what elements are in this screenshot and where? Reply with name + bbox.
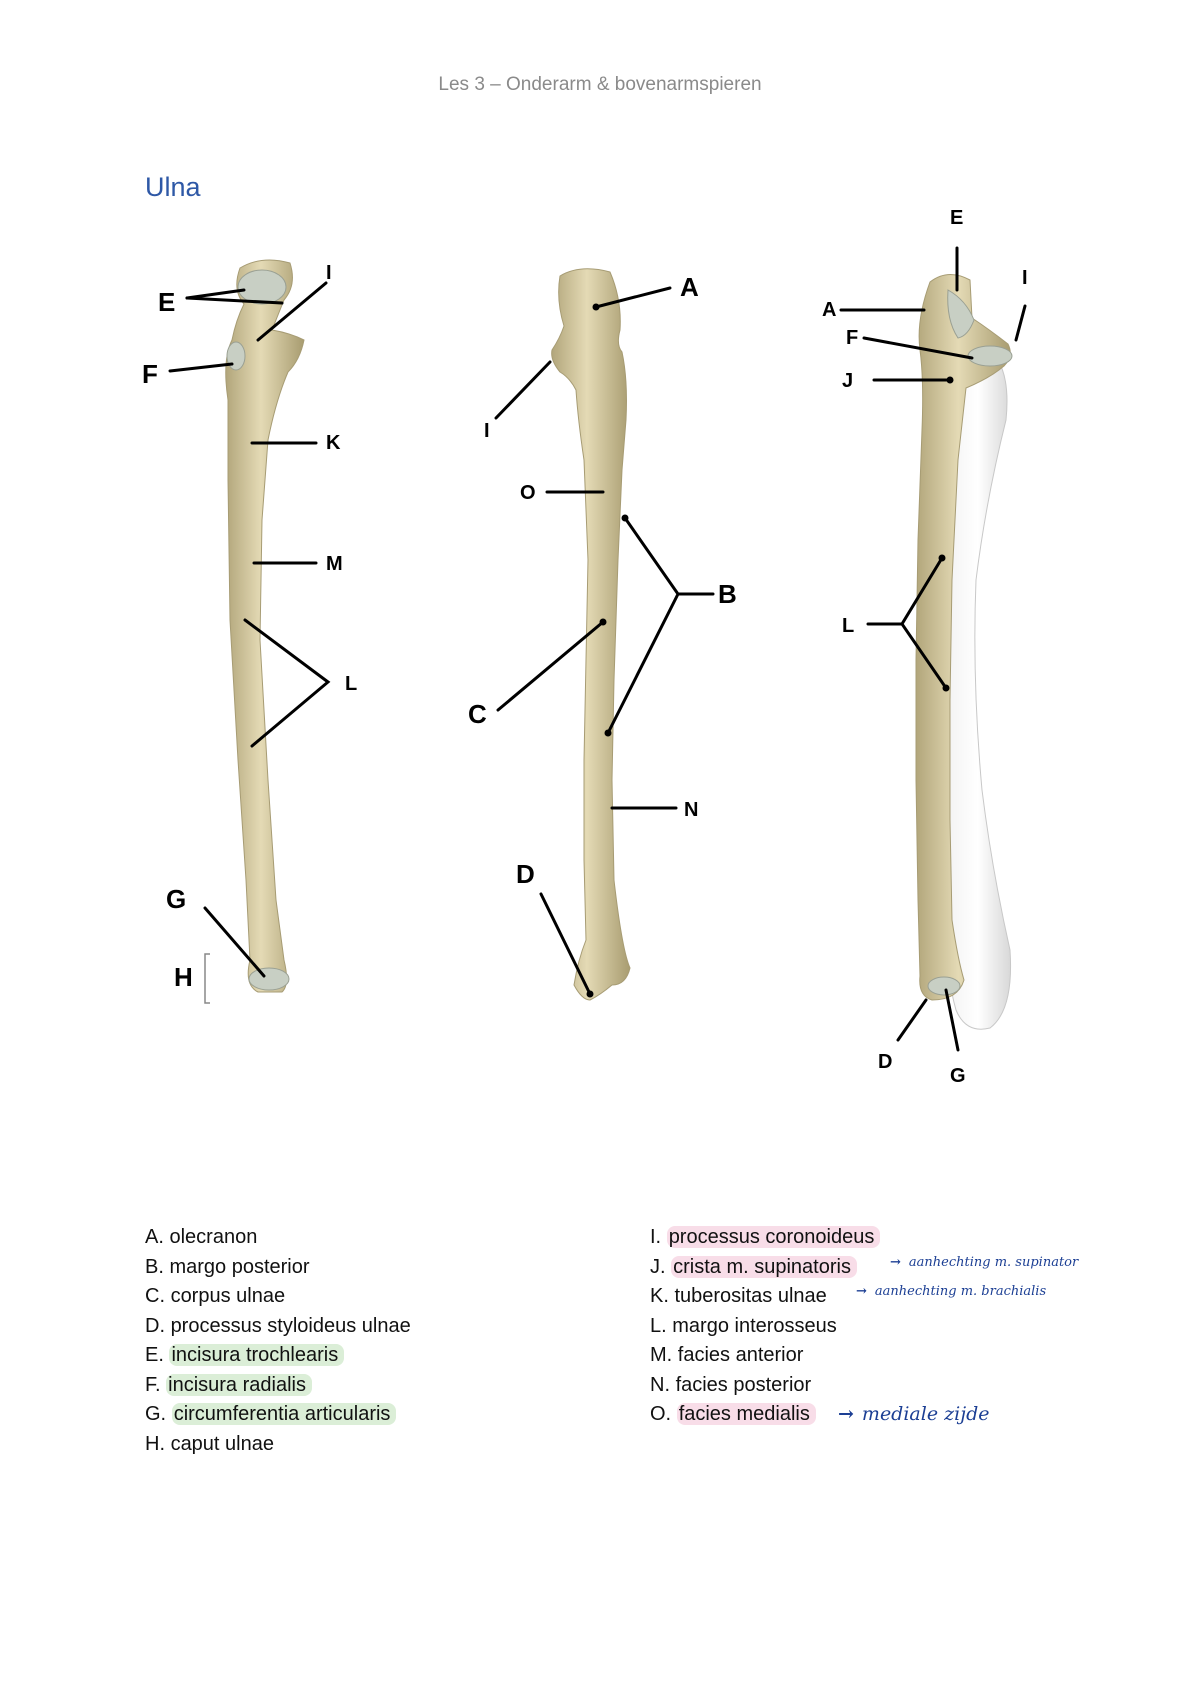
- label-B: B: [718, 579, 737, 609]
- label-O: O: [520, 482, 536, 504]
- legend-item-d: D. processus styloideus ulnae: [145, 1314, 411, 1337]
- label-G: G: [166, 884, 186, 914]
- highlight-green: circumferentia articularis: [171, 1403, 397, 1425]
- label-I: I: [1022, 267, 1028, 289]
- label-N: N: [684, 799, 698, 821]
- label-J: J: [842, 370, 853, 392]
- legend-item-n: N. facies posterior: [650, 1373, 812, 1396]
- ulna-view-anterior: E I F K M L G H: [142, 259, 357, 1004]
- label-F: F: [846, 327, 858, 349]
- legend-item-b: B. margo posterior: [145, 1255, 310, 1278]
- ulna-figure: E I F K M L G H A I O B C N D: [142, 207, 1028, 1087]
- radial-notch-surface: [226, 341, 246, 371]
- legend-item-i: I. processus coronoideus: [650, 1223, 881, 1253]
- label-A: A: [680, 272, 699, 302]
- label-D: D: [878, 1051, 892, 1073]
- arrow-icon: →: [856, 1284, 867, 1299]
- handwritten-note-k: →aanhechting m. brachialis: [856, 1284, 1047, 1299]
- arrow-icon: →: [890, 1255, 901, 1270]
- pin-dots-view3: [938, 376, 954, 692]
- pin-dots-view2: [586, 303, 629, 998]
- ulna-view-lateral: E I A F J L D G: [822, 207, 1028, 1087]
- label-F: F: [142, 359, 158, 389]
- legend-item-a: A. olecranon: [145, 1226, 258, 1248]
- highlight-green: incisura radialis: [166, 1373, 312, 1396]
- ulnar-head-surface: [248, 967, 290, 991]
- label-E: E: [950, 207, 963, 229]
- label-K: K: [326, 432, 341, 454]
- highlight-pink: facies medialis: [676, 1403, 816, 1425]
- ulnar-head-lateral: [927, 976, 961, 996]
- label-M: M: [326, 553, 343, 575]
- label-I: I: [326, 262, 332, 284]
- section-title: Ulna: [145, 172, 201, 202]
- ulna-bone-posterior: [551, 268, 631, 1001]
- legend-item-g: G. circumferentia articularis: [145, 1400, 411, 1430]
- legend-item-o: O. facies medialis: [650, 1400, 880, 1430]
- label-D: D: [516, 859, 535, 889]
- legend-item-f: F. incisura radialis: [145, 1371, 411, 1401]
- radial-notch-lateral: [967, 345, 1013, 367]
- ulna-bone-anterior: [225, 259, 305, 993]
- highlight-green: incisura trochlearis: [169, 1344, 345, 1366]
- label-E: E: [158, 287, 175, 317]
- bracket-h: [204, 953, 210, 1004]
- legend-left: A. olecranon B. margo posterior C. corpu…: [145, 1223, 411, 1459]
- trochlear-notch-surface: [237, 269, 287, 305]
- legend-right: I. processus coronoideus J. crista m. su…: [650, 1223, 881, 1430]
- ulna-view-posterior: A I O B C N D: [468, 268, 737, 1001]
- label-L: L: [842, 615, 854, 637]
- highlight-pink: crista m. supinatoris: [671, 1255, 857, 1278]
- legend-item-l: L. margo interosseus: [650, 1314, 837, 1337]
- label-I: I: [484, 420, 490, 442]
- legend-item-h: H. caput ulnae: [145, 1432, 274, 1455]
- highlight-pink: processus coronoideus: [666, 1226, 881, 1248]
- label-H: H: [174, 962, 193, 992]
- legend-item-k: K. tuberositas ulnae: [650, 1285, 827, 1307]
- label-A: A: [822, 299, 836, 321]
- legend-item-e: E. incisura trochlearis: [145, 1341, 411, 1371]
- ulna-bone-lateral: [915, 274, 1011, 1001]
- label-L: L: [345, 673, 357, 695]
- handwritten-note-j: →aanhechting m. supinator: [890, 1255, 1079, 1270]
- page-header: Les 3 – Onderarm & bovenarmspieren: [438, 74, 762, 95]
- label-G: G: [950, 1065, 966, 1087]
- label-C: C: [468, 699, 487, 729]
- trochlear-notch-lateral: [947, 289, 975, 339]
- handwritten-note-o: →mediale zijde: [838, 1403, 990, 1425]
- legend-item-c: C. corpus ulnae: [145, 1285, 286, 1307]
- legend-item-j: J. crista m. supinatoris: [650, 1253, 880, 1283]
- legend-item-m: M. facies anterior: [650, 1344, 804, 1366]
- arrow-icon: →: [838, 1403, 854, 1425]
